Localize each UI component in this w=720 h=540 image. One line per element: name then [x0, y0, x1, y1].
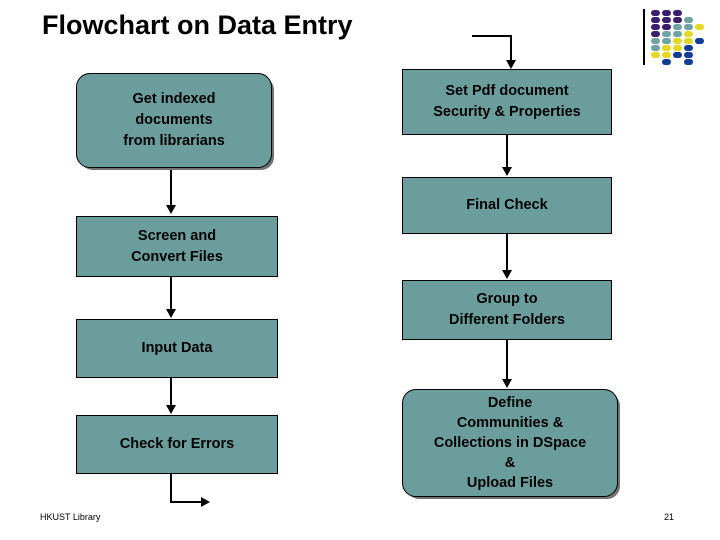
flow-node-final-check[interactable]: Final Check — [402, 177, 612, 234]
connector-check-exit-horizontal — [170, 501, 203, 503]
logo-cell — [662, 59, 671, 65]
connector-input-to-check-arrowhead — [166, 405, 176, 414]
logo-cell — [662, 24, 671, 30]
logo-cell — [651, 52, 660, 58]
connector-entry-horizontal — [472, 35, 512, 37]
connector-setpdf-to-final — [506, 135, 508, 169]
connector-final-to-group-arrowhead — [502, 270, 512, 279]
logo-cell — [662, 17, 671, 23]
flow-node-label: Screen and Convert Files — [131, 227, 223, 265]
logo-cell — [651, 17, 660, 23]
flow-node-label: Define Communities & Collections in DSpa… — [433, 395, 587, 491]
connector-group-to-define — [506, 340, 508, 381]
logo-cell — [673, 17, 682, 23]
logo-cell — [684, 38, 693, 44]
logo-cell — [684, 24, 693, 30]
connector-check-exit-vertical — [170, 474, 172, 503]
connector-input-to-check — [170, 378, 172, 407]
flow-node-group-to-different-folders[interactable]: Group to Different Folders — [402, 280, 612, 340]
connector-get-indexed-to-screen-arrowhead — [166, 205, 176, 214]
logo-cell — [651, 10, 660, 16]
hkust-logo — [643, 6, 715, 66]
logo-cell — [651, 31, 660, 37]
logo-cell — [673, 31, 682, 37]
logo-cell — [684, 17, 693, 23]
flow-node-define-communities-collections[interactable]: Define Communities & Collections in DSpa… — [402, 389, 618, 497]
logo-cell — [651, 38, 660, 44]
connector-get-indexed-to-screen — [170, 170, 172, 206]
connector-screen-to-input — [170, 277, 172, 311]
logo-cell — [673, 45, 682, 51]
logo-cell — [684, 59, 693, 65]
logo-cell — [662, 31, 671, 37]
connector-entry-arrowhead — [506, 60, 516, 69]
logo-divider-rule — [643, 9, 645, 65]
logo-cell — [673, 10, 682, 16]
flow-node-label: Group to Different Folders — [448, 291, 565, 328]
logo-cell — [673, 38, 682, 44]
flow-node-input-data[interactable]: Input Data — [76, 319, 278, 378]
logo-cell — [651, 45, 660, 51]
flow-node-screen-and-convert-files[interactable]: Screen and Convert Files — [76, 216, 278, 277]
page-title: Flowchart on Data Entry — [42, 10, 353, 40]
logo-cell — [673, 24, 682, 30]
logo-cell — [684, 52, 693, 58]
footer-organization: HKUST Library — [40, 512, 101, 522]
flow-node-label: Check for Errors — [119, 436, 235, 452]
flow-node-label: Set Pdf document Security & Properties — [433, 83, 581, 120]
connector-screen-to-input-arrowhead — [166, 309, 176, 318]
flow-node-label: Get indexed documents from librarians — [123, 91, 225, 149]
logo-cell — [695, 24, 704, 30]
logo-cell — [673, 52, 682, 58]
flow-node-set-pdf-document-security[interactable]: Set Pdf document Security & Properties — [402, 69, 612, 135]
flow-node-label: Input Data — [141, 340, 213, 356]
logo-cell — [662, 45, 671, 51]
connector-group-to-define-arrowhead — [502, 379, 512, 388]
connector-check-exit-arrowhead — [201, 497, 210, 507]
logo-cell — [662, 52, 671, 58]
logo-cell — [662, 10, 671, 16]
logo-cell — [651, 24, 660, 30]
flow-node-get-indexed-documents[interactable]: Get indexed documents from librarians — [76, 73, 272, 168]
logo-cell — [662, 38, 671, 44]
flow-node-label: Final Check — [466, 197, 548, 213]
connector-final-to-group — [506, 234, 508, 272]
connector-setpdf-to-final-arrowhead — [502, 167, 512, 176]
logo-cell — [684, 45, 693, 51]
page-number: 21 — [664, 512, 675, 522]
logo-cell — [684, 31, 693, 37]
connector-entry-vertical — [510, 35, 512, 61]
logo-grid — [651, 10, 715, 65]
logo-cell — [695, 38, 704, 44]
flow-node-check-for-errors[interactable]: Check for Errors — [76, 415, 278, 474]
